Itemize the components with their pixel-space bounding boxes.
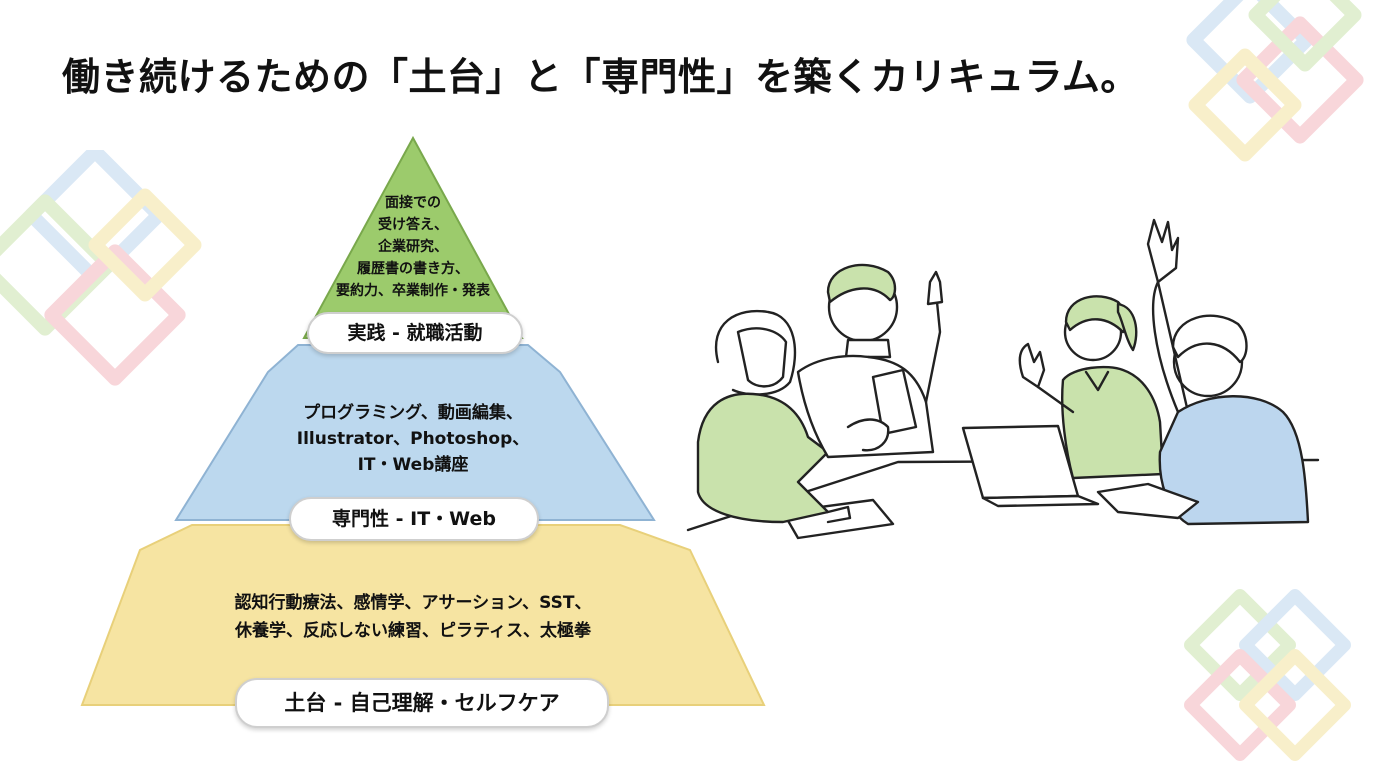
tier-middle-line: IT・Web講座: [357, 455, 469, 475]
tier-middle-line: プログラミング、動画編集、: [303, 403, 523, 423]
tier-top-line: 企業研究、: [378, 239, 448, 255]
decorative-pattern-top-right: [1186, 0, 1364, 162]
tier-top-line: 受け答え、: [378, 217, 448, 233]
pyramid-tier-middle: [174, 344, 656, 521]
tier-middle-description: プログラミング、動画編集、 Illustrator、Photoshop、 IT・…: [250, 400, 576, 478]
decorative-pattern-left: [0, 150, 202, 386]
page-title: 働き続けるための「土台」と「専門性」を築くカリキュラム。: [62, 55, 1139, 99]
team-meeting-illustration: [686, 218, 1320, 540]
tier-bottom-description: 認知行動療法、感情学、アサーション、SST、 休養学、反応しない練習、ピラティス…: [170, 589, 656, 645]
tier-top-line: 要約力、卒業制作・発表: [336, 283, 490, 299]
pyramid-diagram: [80, 135, 766, 706]
tier-bottom-line: 認知行動療法、感情学、アサーション、SST、: [234, 593, 592, 613]
tier-bottom-line: 休養学、反応しない練習、ピラティス、太極拳: [235, 621, 591, 641]
tier-top-line: 履歴書の書き方、: [357, 261, 469, 277]
decorative-pattern-bottom-right: [1184, 589, 1351, 761]
pyramid-tier-bottom: [80, 524, 766, 706]
tier-middle-label: 専門性 - IT・Web: [289, 497, 539, 541]
tier-top-label: 実践 - 就職活動: [307, 312, 523, 354]
tier-bottom-label: 土台 - 自己理解・セルフケア: [235, 678, 609, 728]
tier-top-line: 面接での: [385, 195, 441, 211]
tier-middle-line: Illustrator、Photoshop、: [296, 429, 530, 449]
tier-top-description: 面接での 受け答え、 企業研究、 履歴書の書き方、 要約力、卒業制作・発表: [300, 192, 526, 302]
